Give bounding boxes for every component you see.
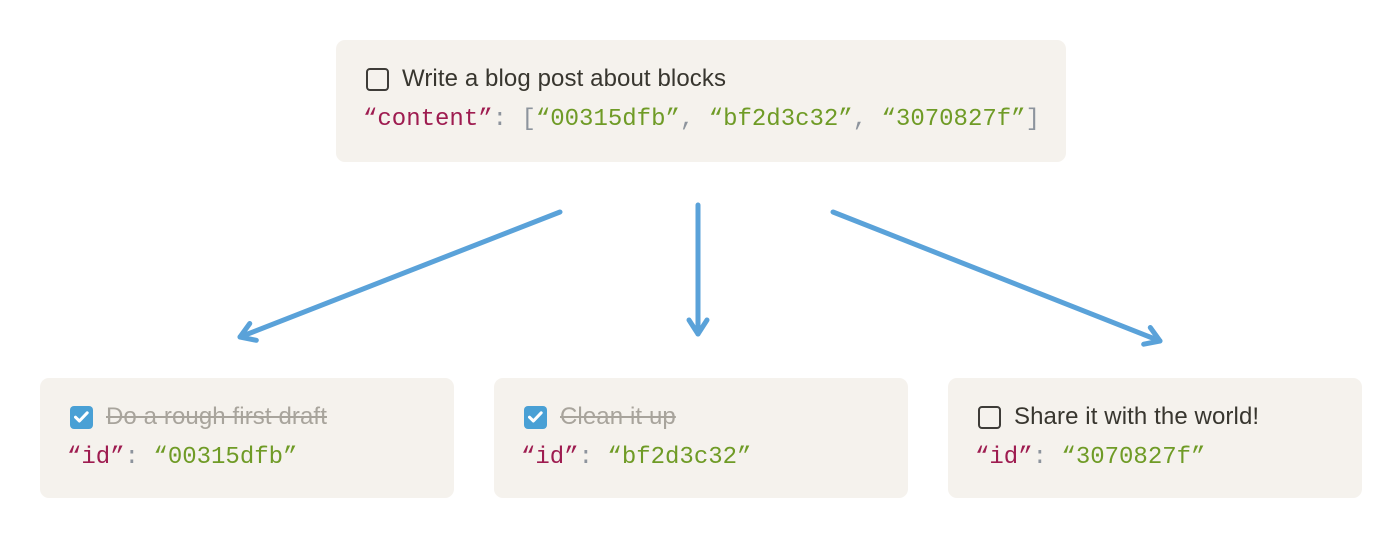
code-string: “00315dfb” bbox=[153, 444, 298, 471]
code-line: “id”: “3070827f” bbox=[975, 443, 1332, 473]
task-row: Do a rough first draft bbox=[70, 403, 424, 430]
task-row: Clean it up bbox=[524, 403, 878, 430]
code-key: “id” bbox=[67, 444, 125, 471]
code-punct: ] bbox=[1025, 106, 1040, 133]
checkbox-icon[interactable] bbox=[978, 405, 1001, 429]
checkbox-icon[interactable] bbox=[70, 405, 93, 429]
child-task-card: Clean it up “id”: “bf2d3c32” bbox=[494, 378, 908, 498]
code-punct: : bbox=[578, 444, 608, 471]
code-key: “id” bbox=[975, 444, 1033, 471]
task-label: Share it with the world! bbox=[1014, 403, 1260, 430]
check-icon bbox=[74, 411, 89, 423]
task-row: Share it with the world! bbox=[978, 403, 1332, 430]
task-label: Clean it up bbox=[560, 403, 676, 430]
code-string: “3070827f” bbox=[1061, 444, 1206, 471]
code-key: “id” bbox=[521, 444, 579, 471]
code-line: “id”: “bf2d3c32” bbox=[521, 443, 878, 473]
checkbox-icon[interactable] bbox=[366, 67, 389, 91]
code-string: “00315dfb” bbox=[535, 106, 680, 133]
task-row: Write a blog post about blocks bbox=[366, 65, 1036, 92]
code-line: “id”: “00315dfb” bbox=[67, 443, 424, 473]
child-task-card: Do a rough first draft “id”: “00315dfb” bbox=[40, 378, 454, 498]
arrow-to-child-3 bbox=[830, 209, 1163, 347]
child-task-card: Share it with the world! “id”: “3070827f… bbox=[948, 378, 1362, 498]
parent-task-card: Write a blog post about blocks “content”… bbox=[336, 40, 1066, 162]
checkbox-icon[interactable] bbox=[524, 405, 547, 429]
task-label: Do a rough first draft bbox=[106, 403, 327, 430]
code-key: “content” bbox=[363, 106, 493, 133]
task-label: Write a blog post about blocks bbox=[402, 65, 727, 92]
check-icon bbox=[528, 411, 543, 423]
arrow-to-child-1 bbox=[237, 209, 563, 343]
code-string: “bf2d3c32” bbox=[607, 444, 752, 471]
code-string: “bf2d3c32” bbox=[708, 106, 853, 133]
code-punct: [ bbox=[521, 106, 536, 133]
code-punct: : bbox=[492, 106, 522, 133]
code-line: “content”: [“00315dfb”, “bf2d3c32”, “307… bbox=[363, 105, 1040, 135]
code-punct: : bbox=[124, 444, 154, 471]
code-punct: , bbox=[852, 106, 882, 133]
code-punct: , bbox=[679, 106, 709, 133]
code-string: “3070827f” bbox=[881, 106, 1026, 133]
code-punct: : bbox=[1032, 444, 1062, 471]
